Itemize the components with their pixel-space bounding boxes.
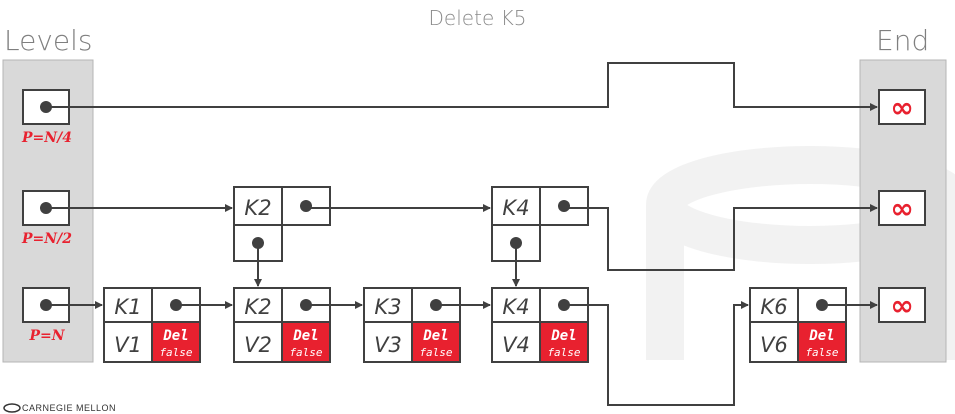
database-watermark-icon <box>646 146 955 360</box>
end-label: End <box>876 24 930 57</box>
end-sentinel-bottom: ∞ <box>878 287 926 323</box>
delete-flag <box>797 321 847 363</box>
node-value: V4 <box>502 333 530 357</box>
infinity-symbol: ∞ <box>890 289 913 322</box>
delete-flag-value: false <box>159 346 192 359</box>
upper-node-k4: K4 <box>491 186 589 262</box>
pointer-arrow <box>564 301 749 406</box>
data-node-k1: K1 V1 Del false <box>103 287 201 363</box>
pointer-arrow <box>564 204 878 271</box>
delete-flag-label: Del <box>550 328 576 344</box>
delete-flag-label: Del <box>292 328 318 344</box>
university-logo-icon <box>3 403 21 413</box>
delete-flag <box>151 321 201 363</box>
footer-text: CARNEGIE MELLON <box>22 403 117 413</box>
node-value: V2 <box>244 333 272 357</box>
node-key: K2 <box>244 295 271 319</box>
delete-flag <box>411 321 461 363</box>
delete-flag-label: Del <box>808 328 834 344</box>
delete-flag-value: false <box>547 346 580 359</box>
node-key: K4 <box>502 196 529 220</box>
delete-flag-value: false <box>289 346 322 359</box>
end-sentinel-middle: ∞ <box>878 190 926 226</box>
data-node-k3: K3 V3 Del false <box>363 287 461 363</box>
node-key: K6 <box>760 295 787 319</box>
node-key: K1 <box>114 295 141 319</box>
level-prob-label: P=N <box>28 328 65 344</box>
level-prob-label: P=N/2 <box>21 231 72 247</box>
node-key: K4 <box>502 295 529 319</box>
upper-node-k2: K2 <box>233 186 331 262</box>
infinity-symbol: ∞ <box>890 192 913 225</box>
delete-flag-label: Del <box>162 328 188 344</box>
data-node-k4: K4 V4 Del false <box>491 287 589 363</box>
delete-flag-label: Del <box>422 328 448 344</box>
node-value: V6 <box>760 333 788 357</box>
end-sentinel-top: ∞ <box>878 89 926 125</box>
node-key: K3 <box>374 295 401 319</box>
data-node-k2: K2 V2 Del false <box>233 287 331 363</box>
delete-flag <box>281 321 331 363</box>
node-value: V1 <box>114 333 142 357</box>
delete-flag-value: false <box>419 346 452 359</box>
levels-label: Levels <box>4 24 93 57</box>
data-node-k6: K6 V6 Del false <box>749 287 847 363</box>
infinity-symbol: ∞ <box>890 91 913 124</box>
delete-flag <box>539 321 589 363</box>
delete-flag-value: false <box>805 346 838 359</box>
slide-title: Delete K5 <box>428 6 527 30</box>
node-value: V3 <box>374 333 402 357</box>
level-prob-label: P=N/4 <box>21 130 72 146</box>
node-key: K2 <box>244 196 271 220</box>
pointer-arrow <box>46 62 878 111</box>
